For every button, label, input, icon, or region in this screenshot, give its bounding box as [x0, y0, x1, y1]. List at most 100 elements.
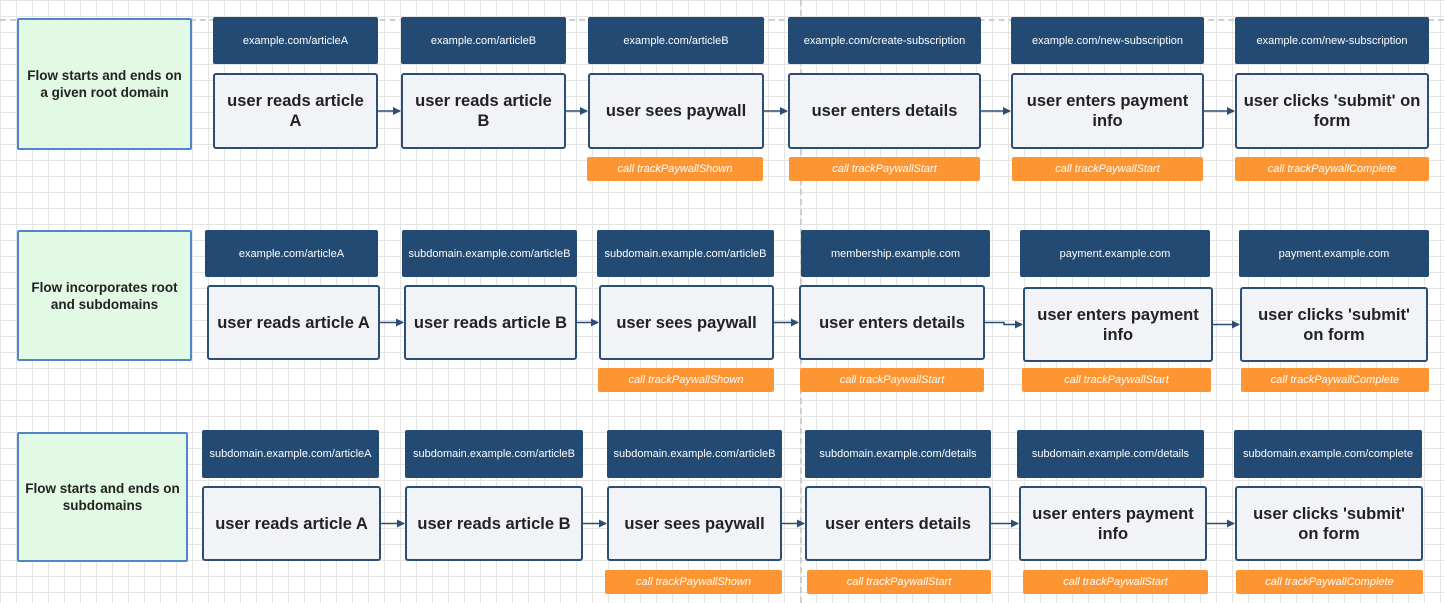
flow-label-2-text: Flow incorporates root and subdomains	[31, 279, 178, 312]
url-box-text: payment.example.com	[1059, 247, 1171, 260]
step-enter-payment: user enters payment info	[1023, 287, 1213, 362]
url-box-text: example.com/new-subscription	[1031, 34, 1183, 47]
flow-label-3: Flow starts and ends on subdomains	[17, 432, 188, 562]
step-sees-paywall: user sees paywall	[588, 73, 764, 149]
url-box: subdomain.example.com/articleA	[202, 430, 379, 478]
call-tag: call trackPaywallComplete	[1235, 157, 1429, 181]
call-tag: call trackPaywallStart	[1012, 157, 1203, 181]
url-box: payment.example.com	[1239, 230, 1429, 277]
url-box-text: example.com/articleB	[430, 34, 537, 47]
url-box: payment.example.com	[1020, 230, 1210, 277]
step-click-submit-text: user clicks 'submit' on form	[1253, 504, 1405, 543]
call-tag-text: call trackPaywallStart	[846, 576, 952, 588]
step-enter-details-text: user enters details	[819, 313, 965, 332]
step-enter-details: user enters details	[799, 285, 985, 360]
call-tag-text: call trackPaywallShown	[628, 374, 744, 386]
url-box-text: subdomain.example.com/complete	[1243, 448, 1413, 460]
url-box: example.com/articleA	[205, 230, 378, 277]
url-box-text: subdomain.example.com/articleB	[604, 247, 767, 260]
url-box: subdomain.example.com/complete	[1234, 430, 1422, 478]
step-read-article-a: user reads article A	[202, 486, 381, 561]
step-read-article-a-text: user reads article A	[217, 313, 370, 332]
call-tag-text: call trackPaywallStart	[832, 163, 937, 175]
flow-label-1: Flow starts and ends on a given root dom…	[17, 18, 192, 150]
step-read-article-a: user reads article A	[207, 285, 380, 360]
call-tag: call trackPaywallComplete	[1236, 570, 1423, 594]
step-sees-paywall-text: user sees paywall	[624, 514, 765, 533]
step-read-article-a: user reads article A	[213, 73, 378, 149]
call-tag-text: call trackPaywallStart	[1064, 374, 1169, 386]
step-read-article-b: user reads article B	[405, 486, 583, 561]
url-box: example.com/new-subscription	[1235, 17, 1429, 64]
url-box-text: subdomain.example.com/details	[819, 448, 977, 460]
url-box-text: subdomain.example.com/details	[1031, 448, 1190, 460]
step-enter-details-text: user enters details	[825, 514, 971, 533]
call-tag: call trackPaywallShown	[598, 368, 774, 392]
url-box: example.com/articleA	[213, 17, 378, 64]
step-read-article-a-text: user reads article A	[227, 92, 364, 130]
url-box: example.com/articleB	[588, 17, 764, 64]
call-tag: call trackPaywallComplete	[1241, 368, 1429, 392]
call-tag-text: call trackPaywallShown	[617, 163, 733, 175]
step-sees-paywall-text: user sees paywall	[605, 102, 747, 120]
url-box-text: example.com/new-subscription	[1256, 34, 1408, 47]
url-box: example.com/create-subscription	[788, 17, 981, 64]
step-read-article-b: user reads article B	[401, 73, 566, 149]
call-tag: call trackPaywallStart	[1023, 570, 1208, 594]
step-enter-details: user enters details	[788, 73, 981, 149]
url-box: subdomain.example.com/articleB	[405, 430, 583, 478]
step-enter-payment: user enters payment info	[1019, 486, 1207, 561]
call-tag-text: call trackPaywallComplete	[1267, 163, 1397, 175]
call-tag-text: call trackPaywallComplete	[1265, 576, 1394, 588]
url-box: subdomain.example.com/details	[1017, 430, 1204, 478]
url-box: example.com/articleB	[401, 17, 566, 64]
url-box-text: subdomain.example.com/articleA	[209, 448, 372, 460]
step-sees-paywall-text: user sees paywall	[616, 313, 757, 332]
call-tag-text: call trackPaywallShown	[636, 576, 751, 588]
call-tag: call trackPaywallStart	[1022, 368, 1211, 392]
step-click-submit-text: user clicks 'submit' on form	[1243, 92, 1421, 130]
url-box-text: subdomain.example.com/articleB	[408, 247, 571, 260]
step-read-article-b-text: user reads article B	[415, 92, 552, 130]
step-click-submit: user clicks 'submit' on form	[1235, 73, 1429, 149]
flow-label-3-text: Flow starts and ends on subdomains	[25, 481, 180, 513]
step-enter-payment-text: user enters payment info	[1037, 305, 1199, 344]
step-click-submit: user clicks 'submit' on form	[1240, 287, 1428, 362]
flow-arrow	[985, 320, 1023, 329]
url-box: subdomain.example.com/articleB	[597, 230, 774, 277]
step-read-article-b-text: user reads article B	[413, 313, 568, 332]
step-click-submit: user clicks 'submit' on form	[1235, 486, 1423, 561]
step-enter-payment-text: user enters payment info	[1026, 92, 1189, 130]
step-enter-details: user enters details	[805, 486, 991, 561]
url-box-text: membership.example.com	[831, 247, 960, 260]
step-read-article-b-text: user reads article B	[417, 514, 571, 533]
call-tag: call trackPaywallStart	[800, 368, 984, 392]
call-tag: call trackPaywallStart	[789, 157, 980, 181]
step-sees-paywall: user sees paywall	[599, 285, 774, 360]
url-box: example.com/new-subscription	[1011, 17, 1204, 64]
step-enter-details-text: user enters details	[811, 102, 958, 120]
url-box: subdomain.example.com/articleB	[607, 430, 782, 478]
url-box-text: subdomain.example.com/articleB	[412, 448, 576, 460]
url-box-text: payment.example.com	[1278, 247, 1390, 260]
call-tag: call trackPaywallShown	[605, 570, 782, 594]
flow-label-2: Flow incorporates root and subdomains	[17, 230, 192, 361]
flow-label-1-text: Flow starts and ends on a given root dom…	[27, 68, 182, 100]
step-enter-payment: user enters payment info	[1011, 73, 1204, 149]
url-box-text: example.com/articleA	[242, 34, 349, 47]
step-sees-paywall: user sees paywall	[607, 486, 782, 561]
url-box-text: subdomain.example.com/articleB	[613, 448, 776, 460]
step-enter-payment-text: user enters payment info	[1032, 504, 1194, 543]
call-tag-text: call trackPaywallStart	[839, 374, 945, 386]
url-box: membership.example.com	[801, 230, 990, 277]
url-box-text: example.com/create-subscription	[803, 34, 966, 47]
call-tag: call trackPaywallShown	[587, 157, 763, 181]
call-tag: call trackPaywallStart	[807, 570, 991, 594]
url-box-text: example.com/articleB	[623, 34, 729, 47]
url-box-text: example.com/articleA	[238, 247, 345, 260]
url-box: subdomain.example.com/details	[805, 430, 991, 478]
step-click-submit-text: user clicks 'submit' on form	[1258, 305, 1410, 344]
step-read-article-a-text: user reads article A	[215, 514, 368, 533]
call-tag-text: call trackPaywallStart	[1063, 576, 1168, 588]
step-read-article-b: user reads article B	[404, 285, 577, 360]
